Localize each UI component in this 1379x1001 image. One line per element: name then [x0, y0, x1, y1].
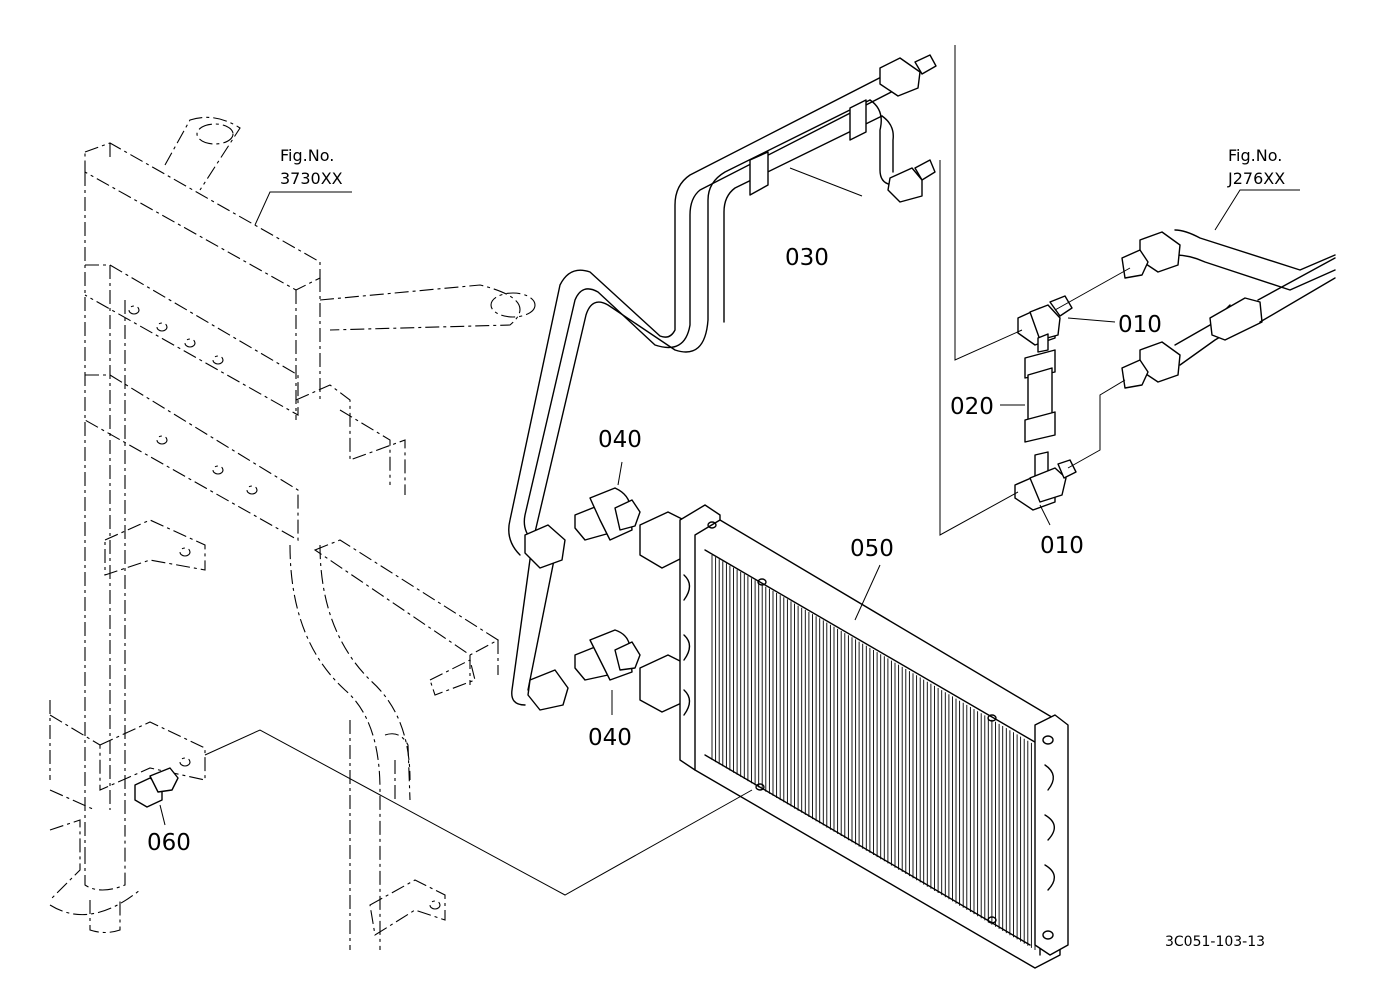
- figure-ref-3730xx: Fig.No. 3730XX: [254, 146, 352, 226]
- elbow-fitting-040-lower: [574, 629, 641, 715]
- part-number-010-lower: 010: [1040, 533, 1084, 559]
- part-number-050: 050: [850, 536, 894, 562]
- figure-ref-label: Fig.No.: [280, 146, 334, 165]
- figure-ref-number: 3730XX: [280, 169, 343, 188]
- cooler-fins: [711, 555, 1036, 950]
- hoses-j276xx: [939, 45, 1336, 536]
- leader-cooler-to-frame: [204, 729, 753, 896]
- pipe-030: [508, 54, 937, 711]
- elbow-fitting-040-upper: [574, 461, 641, 541]
- part-number-030: 030: [785, 245, 829, 271]
- bolt-060: [134, 767, 179, 826]
- tee-fitting-010-upper: [1017, 295, 1116, 353]
- figure-ref-j276xx: Fig.No. J276XX: [1227, 146, 1285, 188]
- figure-ref-number: J276XX: [1227, 169, 1285, 188]
- part-number-060: 060: [147, 830, 191, 856]
- machine-frame: [49, 116, 536, 950]
- part-number-040-lower: 040: [588, 725, 632, 751]
- part-number-020: 020: [950, 394, 994, 420]
- part-number-010-upper: 010: [1118, 312, 1162, 338]
- tee-fitting-010-lower: [1014, 451, 1077, 526]
- part-number-040-upper: 040: [598, 427, 642, 453]
- drawing-code: 3C051-103-13: [1165, 934, 1265, 950]
- figure-ref-label: Fig.No.: [1228, 146, 1282, 165]
- filter-020: [1000, 349, 1056, 443]
- oil-cooler-050: [639, 504, 1069, 969]
